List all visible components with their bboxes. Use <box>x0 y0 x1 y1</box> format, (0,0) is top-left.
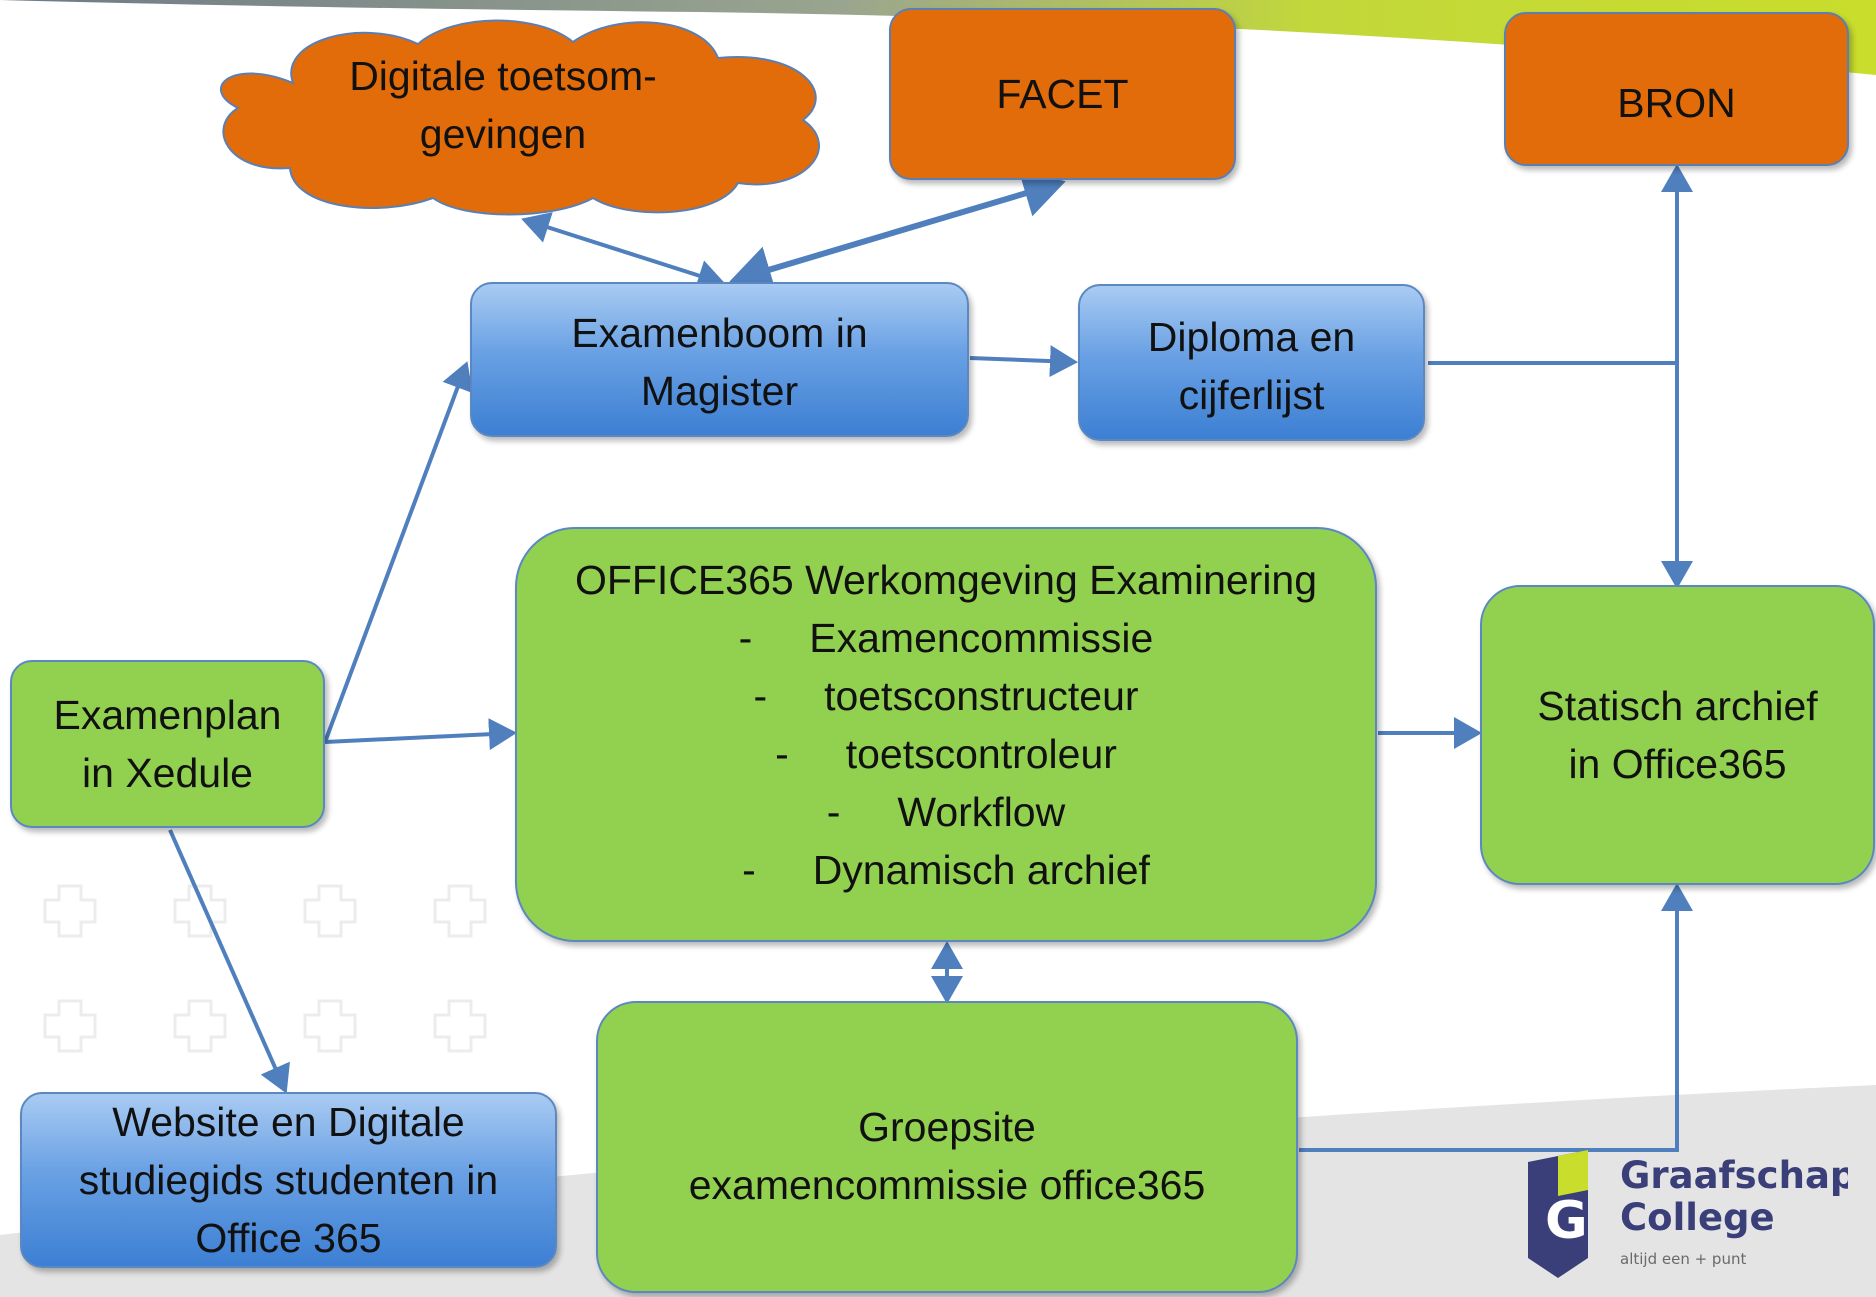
bullet-1: - <box>738 614 753 661</box>
office365-item-2-label: toetsconstructeur <box>824 672 1139 719</box>
node-office365-werkomgeving: OFFICE365 Werkomgeving Examinering - Exa… <box>515 527 1377 942</box>
node-statisch-line-1: Statisch archief <box>1537 683 1818 729</box>
edge-cloud-examenboom <box>521 212 726 291</box>
node-facet: FACET <box>889 8 1236 180</box>
bullet-2: - <box>753 672 768 719</box>
node-diploma-line-1: Diploma en <box>1147 314 1356 360</box>
logo-name-line-1: Graafschap <box>1620 1154 1848 1197</box>
node-facet-label: FACET <box>996 71 1129 117</box>
plus-pattern <box>43 884 487 1053</box>
office365-item-4: - Workflow <box>575 783 1317 841</box>
node-groepsite: Groepsite examencommissie office365 <box>596 1001 1298 1293</box>
bullet-4: - <box>826 788 841 835</box>
office365-item-5: - Dynamisch archief <box>575 841 1317 899</box>
node-examenplan: Examenplan in Xedule <box>10 660 325 828</box>
office365-item-4-label: Workflow <box>897 788 1066 835</box>
edge-examenboom-diploma <box>969 345 1078 378</box>
office365-item-3-label: toetscontroleur <box>845 730 1117 777</box>
node-examenboom: Examenboom in Magister <box>470 282 969 437</box>
node-groepsite-line-2: examencommissie office365 <box>688 1162 1206 1208</box>
logo-name-line-2: College <box>1620 1196 1775 1239</box>
office365-item-1: - Examencommissie <box>575 609 1317 667</box>
logo-mark-letter: G <box>1545 1191 1588 1251</box>
edge-facet-examenboom <box>729 170 1066 293</box>
node-digitale-line-2: gevingen <box>419 111 587 157</box>
bullet-5: - <box>742 846 756 893</box>
node-examenboom-line-2: Magister <box>640 368 799 414</box>
logo-tagline: altijd een + punt <box>1620 1250 1746 1268</box>
node-digitale-line-1: Digitale toetsom- <box>349 53 657 99</box>
node-statisch-line-2: in Office365 <box>1568 741 1787 787</box>
top-band <box>0 0 1876 75</box>
edge-xedule-website <box>168 829 290 1094</box>
office365-item-3: - toetscontroleur <box>575 725 1317 783</box>
node-digitale-toetsomgevingen: Digitale toetsom- gevingen <box>258 30 748 180</box>
edge-xedule-office365 <box>324 718 517 751</box>
node-bron-label: BRON <box>1617 80 1736 126</box>
node-diploma: Diploma en cijferlijst <box>1078 284 1425 441</box>
office365-item-5-label: Dynamisch archief <box>812 846 1150 893</box>
node-groepsite-line-1: Groepsite <box>858 1104 1036 1150</box>
node-statisch-archief: Statisch archief in Office365 <box>1480 585 1875 885</box>
node-website-line-3: Office 365 <box>195 1215 382 1261</box>
node-examenplan-line-1: Examenplan <box>53 692 282 738</box>
node-diploma-line-2: cijferlijst <box>1178 372 1325 418</box>
node-website: Website en Digitale studiegids studenten… <box>20 1092 557 1268</box>
node-bron: BRON <box>1504 12 1849 166</box>
bullet-3: - <box>775 730 789 777</box>
node-examenplan-line-2: in Xedule <box>82 750 253 796</box>
node-examenboom-line-1: Examenboom in <box>571 310 868 356</box>
edge-xedule-examenboom <box>323 361 473 743</box>
node-website-line-1: Website en Digitale <box>112 1099 465 1145</box>
graafschap-college-logo: G Graafschap College altijd een + punt <box>1528 1150 1848 1278</box>
office365-item-2: - toetsconstructeur <box>575 667 1317 725</box>
edge-groepsite-statisch <box>1299 883 1693 1152</box>
node-website-line-2: studiegids studenten in <box>78 1157 499 1203</box>
office365-item-1-label: Examencommissie <box>809 614 1154 661</box>
node-office365-title: OFFICE365 Werkomgeving Examinering <box>574 556 1318 603</box>
cloud-shape <box>219 19 820 216</box>
